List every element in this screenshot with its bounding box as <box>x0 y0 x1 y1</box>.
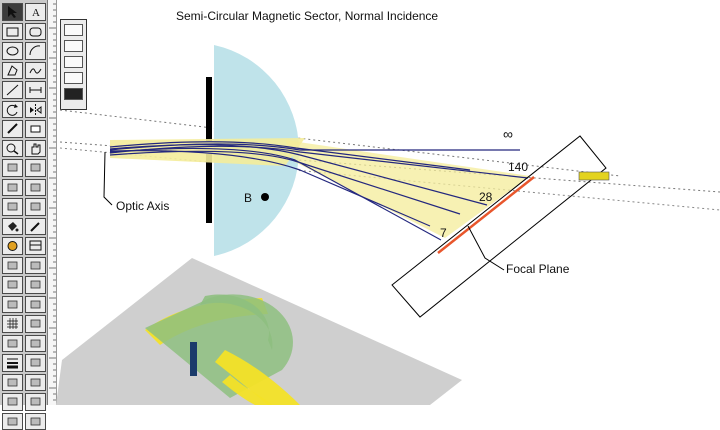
field-direction-dot <box>261 193 269 201</box>
detector-tag <box>579 172 609 180</box>
focal-plane-label: Focal Plane <box>506 263 569 275</box>
perspective-post <box>190 342 197 376</box>
slit-plate-lower <box>206 154 212 223</box>
slit-plate-upper <box>206 77 212 141</box>
optic-axis-label: Optic Axis <box>116 200 169 212</box>
focal-mark-infinity: ∞ <box>503 127 513 141</box>
focal-mark-28: 28 <box>479 191 492 203</box>
focal-plane-leader <box>468 226 504 270</box>
optic-axis-leader <box>104 152 112 205</box>
diagram-title: Semi-Circular Magnetic Sector, Normal In… <box>176 10 438 22</box>
line-style-icon <box>28 415 43 428</box>
magnetic-sector-diagram <box>0 0 720 405</box>
dash-style-icon <box>5 415 20 428</box>
perspective-view <box>56 258 462 405</box>
field-label: B <box>244 192 252 204</box>
focal-mark-7: 7 <box>440 227 447 239</box>
application-window: A <box>0 0 720 405</box>
line-style-button[interactable] <box>25 413 46 430</box>
dash-style-button[interactable] <box>2 413 23 430</box>
focal-mark-140: 140 <box>508 161 528 173</box>
